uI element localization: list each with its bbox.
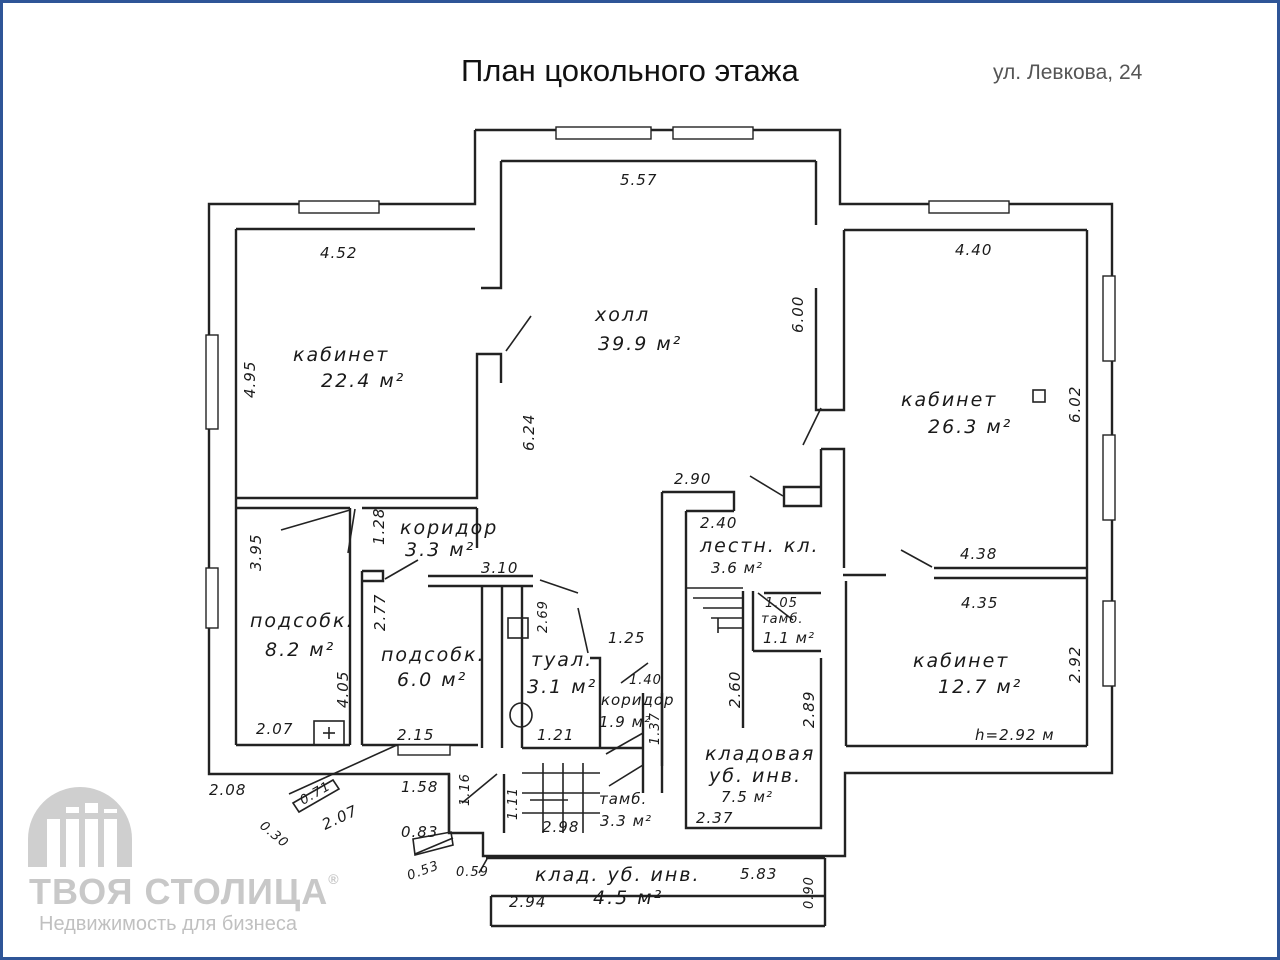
- brand-name-text: ТВОЯ СТОЛИЦА: [29, 871, 329, 912]
- vestibule-small-area: 1.1 м²: [763, 629, 815, 647]
- utility-left-name: подсобк.: [250, 610, 355, 632]
- storage-bottom-area: 4.5 м²: [593, 887, 663, 909]
- toilet-name: туал.: [531, 649, 593, 671]
- utility-mid-name: подсобк.: [381, 644, 486, 666]
- vestibule-name: тамб.: [599, 790, 647, 808]
- dim-label: 6.00: [789, 296, 807, 333]
- storage-name-2: уб. инв.: [708, 765, 802, 787]
- office-left-area: 22.4 м²: [321, 370, 405, 392]
- dim-label: 0.30: [256, 819, 291, 852]
- dim-label: 6.02: [1066, 386, 1084, 423]
- dim-label: 1.05: [765, 596, 798, 611]
- dim-label: 2.08: [209, 781, 246, 799]
- dim-label: 2.77: [371, 594, 389, 631]
- dim-label: 1.11: [506, 787, 521, 820]
- dim-label: 2.94: [509, 893, 546, 911]
- office-right-top-name: кабинет: [901, 389, 997, 411]
- brand-logo-icon: [28, 787, 132, 867]
- storage-bottom-name: клад. уб. инв.: [535, 864, 701, 886]
- vestibule-small-name: тамб.: [761, 612, 804, 627]
- vestibule-area: 3.3 м²: [600, 812, 652, 830]
- dim-label: 4.05: [334, 671, 352, 708]
- floor-plan: холл 39.9 м² кабинет 22.4 м² кабинет 26.…: [205, 126, 1116, 928]
- corridor-small-area: 1.9 м²: [599, 713, 651, 731]
- windows: [205, 126, 1116, 756]
- dim-label: 2.90: [674, 470, 711, 488]
- dim-label: 4.38: [960, 545, 997, 563]
- dim-label: 0.59: [456, 865, 489, 880]
- hall-area: 39.9 м²: [598, 333, 682, 355]
- interior-walls: [236, 230, 1087, 928]
- office-right-bottom-name: кабинет: [913, 650, 1009, 672]
- dim-label: 2.92: [1066, 646, 1084, 683]
- dim-label: 2.89: [800, 691, 818, 728]
- hall-name: холл: [594, 304, 650, 326]
- corridor-top-name: коридор: [400, 517, 498, 539]
- dim-label: 0.83: [401, 823, 438, 841]
- corridor-top-area: 3.3 м²: [405, 539, 475, 561]
- dim-label: 0.90: [802, 876, 817, 909]
- dim-label: 4.35: [961, 594, 998, 612]
- dim-label: 2.69: [536, 600, 551, 633]
- stairwell-area: 3.6 м²: [711, 559, 763, 577]
- dim-label: 6.24: [520, 414, 538, 451]
- dim-label: 3.10: [481, 559, 518, 577]
- dim-label: 2.98: [542, 818, 579, 836]
- office-left-name: кабинет: [293, 344, 389, 366]
- dim-label: 1.25: [608, 629, 645, 647]
- brand-name: ТВОЯ СТОЛИЦА®: [29, 871, 340, 913]
- utility-mid-area: 6.0 м²: [397, 669, 467, 691]
- dim-label: 2.40: [700, 514, 737, 532]
- dim-label: 4.52: [320, 244, 357, 262]
- dim-label: 1.58: [401, 778, 438, 796]
- door-swings: [280, 315, 1046, 874]
- dim-label: 2.07: [256, 720, 293, 738]
- address-label: ул. Левкова, 24: [993, 61, 1143, 84]
- page-title: План цокольного этажа: [461, 53, 799, 88]
- dim-label: 1.37: [648, 712, 663, 745]
- dim-label: 1.28: [370, 508, 388, 545]
- dim-label: 2.60: [726, 671, 744, 708]
- utility-left-area: 8.2 м²: [265, 639, 335, 661]
- office-right-top-area: 26.3 м²: [928, 416, 1012, 438]
- storage-name: кладовая: [705, 743, 815, 765]
- stairwell-name: лестн. кл.: [699, 535, 820, 557]
- dim-label: 0.71: [298, 779, 334, 808]
- dim-label: 4.95: [241, 361, 259, 398]
- corridor-small-name: коридор: [601, 691, 675, 709]
- storage-area: 7.5 м²: [721, 788, 773, 806]
- toilet-area: 3.1 м²: [527, 676, 597, 698]
- stairs: [522, 587, 743, 833]
- dim-label: 2.37: [696, 809, 733, 827]
- dim-label: 0.53: [405, 858, 441, 883]
- dim-label: 4.40: [955, 241, 992, 259]
- dim-label: 5.83: [740, 865, 777, 883]
- dim-label: 1.40: [629, 673, 662, 688]
- dim-label: 2.07: [319, 802, 361, 834]
- registered-mark: ®: [328, 871, 340, 887]
- office-right-bottom-area: 12.7 м²: [938, 676, 1022, 698]
- dim-label: 3.95: [247, 534, 265, 571]
- dim-label: 2.15: [397, 726, 434, 744]
- dim-label: 1.16: [458, 773, 473, 806]
- ceiling-height: h=2.92 м: [975, 726, 1055, 744]
- dim-label: 1.21: [537, 726, 574, 744]
- dim-label: 5.57: [620, 171, 657, 189]
- brand-tagline: Недвижимость для бизнеса: [39, 913, 297, 935]
